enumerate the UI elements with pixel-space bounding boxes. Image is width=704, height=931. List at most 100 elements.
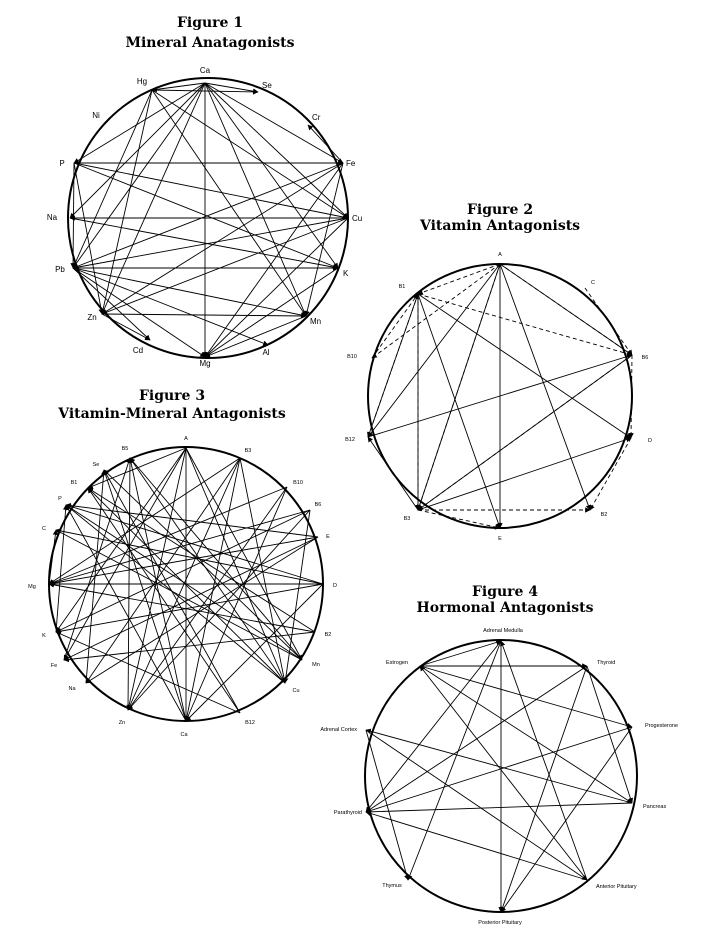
node-label-d: D: [648, 438, 652, 444]
edge-a-to-cu: [185, 447, 286, 684]
node-label-zn: Zn: [119, 720, 125, 726]
node-label-b12: B12: [245, 720, 255, 726]
node-label-anterior-pituitary: Anterior Pituitary: [596, 884, 637, 890]
node-label-b10: B10: [347, 354, 357, 360]
edge-adrenal-medulla-to-thymus: [407, 640, 502, 881]
edge-estrogen-to-adrenal-medulla: [419, 639, 502, 667]
figure-2-edges: [367, 263, 634, 530]
edge-fe-to-pb: [72, 162, 344, 269]
edge-b3-to-b12: [367, 436, 419, 511]
node-label-b6: B6: [642, 355, 649, 361]
edge-estrogen-to-pancreas: [419, 665, 633, 804]
figure-4-title: Figure 4: [472, 584, 538, 600]
node-label-zn: Zn: [87, 313, 96, 322]
edge-hg-to-zn: [100, 89, 153, 315]
node-label-cu: Cu: [292, 688, 299, 694]
edge-anterior-pituitary-to-estrogen: [419, 665, 588, 881]
node-label-p: P: [58, 496, 62, 502]
edge-b6-to-b3: [417, 354, 633, 511]
edge-adrenal-cortex-to-anterior-pituitary: [365, 729, 588, 881]
edge-pb-to-cd: [72, 267, 151, 341]
edge-ca-to-cu: [204, 82, 349, 219]
node-label-adrenal-medulla: Adrenal Medulla: [483, 628, 524, 634]
edge-b3-to-cu: [239, 457, 287, 684]
node-label-estrogen: Estrogen: [386, 660, 408, 666]
node-label-al: Al: [262, 348, 269, 357]
figure-3-title: Figure 3: [139, 388, 205, 404]
edge-b1-to-b12: [367, 293, 419, 438]
edge-b1-to-b6: [417, 293, 633, 357]
edge-a-to-b1: [417, 263, 501, 295]
node-label-b1: B1: [71, 480, 78, 486]
node-label-se: Se: [262, 81, 272, 90]
edge-hg-to-pb: [72, 89, 153, 269]
edge-mn-to-c: [55, 529, 303, 661]
node-label-a: A: [184, 436, 188, 442]
edge-zn-to-mn: [101, 313, 307, 319]
edge-b12-to-k: [55, 631, 241, 714]
node-label-b2: B2: [601, 512, 608, 518]
edge-b3-to-na: [85, 457, 241, 684]
edge-b2-to-mg: [48, 582, 316, 633]
edge-adrenal-cortex-to-thymus: [365, 729, 410, 881]
node-label-c: C: [42, 526, 46, 532]
edge-ca-to-p: [73, 82, 206, 164]
node-label-k: K: [42, 633, 46, 639]
node-label-progesterone: Progesterone: [645, 723, 678, 729]
edge-thyroid-to-posterior-pituitary: [500, 665, 588, 913]
edge-b12-to-b6: [367, 353, 633, 438]
figure-2: Figure 2 Vitamin Antagonists ACB6DB2EB3B…: [345, 202, 652, 542]
figure-3-subtitle: Vitamin-Mineral Antagonists: [57, 406, 286, 422]
edge-fe-to-zn: [101, 162, 344, 315]
edge-hg-to-se: [151, 89, 259, 95]
edge-mn-to-mg: [204, 315, 307, 358]
edge-d-to-c: [55, 528, 324, 585]
edge-mn-to-b5: [129, 457, 303, 661]
edge-mg-to-c: [48, 529, 59, 585]
edge-ca-to-na: [69, 82, 206, 219]
node-label-se: Se: [93, 462, 100, 468]
figure-4-edges: [365, 639, 634, 913]
edge-b3-to-mg: [48, 457, 241, 585]
edge-na-to-k: [69, 217, 339, 270]
edge-b3-to-e: [417, 509, 501, 530]
edge-a-to-b10: [371, 263, 501, 359]
figure-2-title: Figure 2: [467, 202, 533, 218]
figure-4-subtitle: Hormonal Antagonists: [417, 600, 594, 616]
edge-b2-to-fe: [63, 631, 316, 663]
edge-p-to-zn: [73, 162, 104, 315]
edge-b3-to-ca: [184, 457, 241, 722]
edge-e-to-na: [85, 536, 319, 684]
edge-b12-to-b1: [87, 487, 241, 714]
edge-a-to-b2: [499, 263, 591, 511]
edge-pancreas-to-parathyroid: [365, 802, 633, 815]
edge-d-to-k: [55, 583, 324, 634]
edge-d-to-b2: [589, 437, 632, 511]
edge-k-to-mg: [204, 267, 339, 358]
edge-ca-to-b5: [128, 457, 187, 722]
edge-mn-to-se: [103, 469, 303, 661]
edge-zn-to-b5: [127, 457, 133, 711]
edge-estrogen-to-progesterone: [419, 665, 633, 729]
edge-ca-to-se: [204, 82, 259, 94]
figure-4: Figure 4 Hormonal Antagonists Adrenal Me…: [320, 584, 678, 926]
node-label-e: E: [498, 536, 502, 542]
edge-b10-to-b1: [371, 293, 419, 359]
edge-ca-to-se: [102, 469, 187, 722]
edge-cu-to-p: [65, 504, 286, 684]
node-label-pancreas: Pancreas: [643, 804, 666, 810]
node-label-fe: Fe: [346, 159, 356, 168]
edge-fe-to-mn: [304, 162, 344, 317]
edge-b12-to-se: [103, 469, 241, 714]
node-label-cr: Cr: [312, 113, 321, 122]
edge-b10-to-zn: [127, 486, 288, 711]
node-label-b1: B1: [399, 284, 406, 290]
edge-pb-to-al: [72, 267, 269, 346]
edge-cu-to-zn: [101, 217, 349, 315]
node-label-na: Na: [68, 686, 76, 692]
figure-1-title: Figure 1: [177, 15, 243, 31]
edge-b10-to-mg: [48, 486, 288, 585]
edge-pb-to-mn: [72, 267, 307, 318]
edge-b3-to-d: [417, 436, 632, 511]
